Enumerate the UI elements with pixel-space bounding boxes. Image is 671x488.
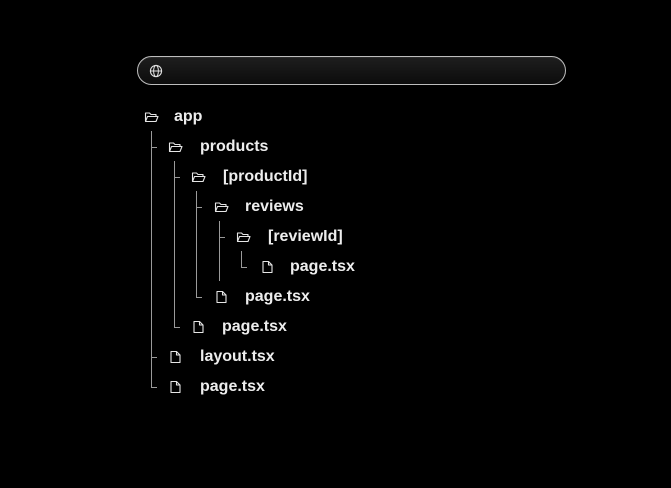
tree-item-label: reviews [245, 198, 304, 215]
folder-open-icon [191, 172, 206, 183]
tree-guide-tick [174, 177, 180, 178]
tree-guide-tick [219, 237, 225, 238]
tree-guide-line [151, 131, 152, 388]
tree-guide-line [174, 161, 175, 328]
tree-item-file[interactable]: page.tsx [214, 287, 310, 307]
file-icon [193, 320, 204, 334]
folder-open-icon [236, 232, 251, 243]
tree-item-reviewid[interactable]: [reviewId] [236, 227, 343, 247]
tree-item-label: [reviewId] [268, 228, 343, 245]
tree-item-label: app [174, 108, 203, 125]
tree-guide-tick [151, 387, 157, 388]
tree-item-label: page.tsx [222, 318, 287, 335]
tree-item-products[interactable]: products [168, 137, 268, 157]
globe-icon [149, 64, 163, 78]
tree-item-app[interactable]: app [144, 107, 202, 127]
tree-item-label: products [200, 138, 269, 155]
tree-guide-tick [151, 357, 157, 358]
tree-guide-tick [241, 267, 247, 268]
tree-guide-tick [196, 207, 202, 208]
tree-guide-tick [151, 147, 157, 148]
tree-item-file[interactable]: layout.tsx [168, 347, 275, 367]
file-icon [216, 290, 227, 304]
tree-item-label: page.tsx [200, 378, 265, 395]
tree-item-file[interactable]: page.tsx [191, 317, 287, 337]
tree-guide-line [196, 191, 197, 298]
tree-item-label: page.tsx [290, 258, 355, 275]
folder-open-icon [168, 142, 183, 153]
tree-item-file[interactable]: page.tsx [260, 257, 355, 277]
tree-guide-tick [174, 327, 180, 328]
tree-item-reviews[interactable]: reviews [214, 197, 304, 217]
address-bar[interactable] [137, 56, 566, 85]
tree-item-label: page.tsx [245, 288, 310, 305]
file-icon [262, 260, 273, 274]
tree-item-productid[interactable]: [productId] [191, 167, 307, 187]
file-icon [170, 380, 181, 394]
folder-open-icon [214, 202, 229, 213]
tree-guide-tick [196, 297, 202, 298]
file-icon [170, 350, 181, 364]
tree-guide-line [219, 221, 220, 281]
tree-item-file[interactable]: page.tsx [168, 377, 265, 397]
tree-guide-line [241, 251, 242, 268]
folder-open-icon [144, 112, 159, 123]
tree-item-label: layout.tsx [200, 348, 275, 365]
tree-item-label: [productId] [223, 168, 308, 185]
